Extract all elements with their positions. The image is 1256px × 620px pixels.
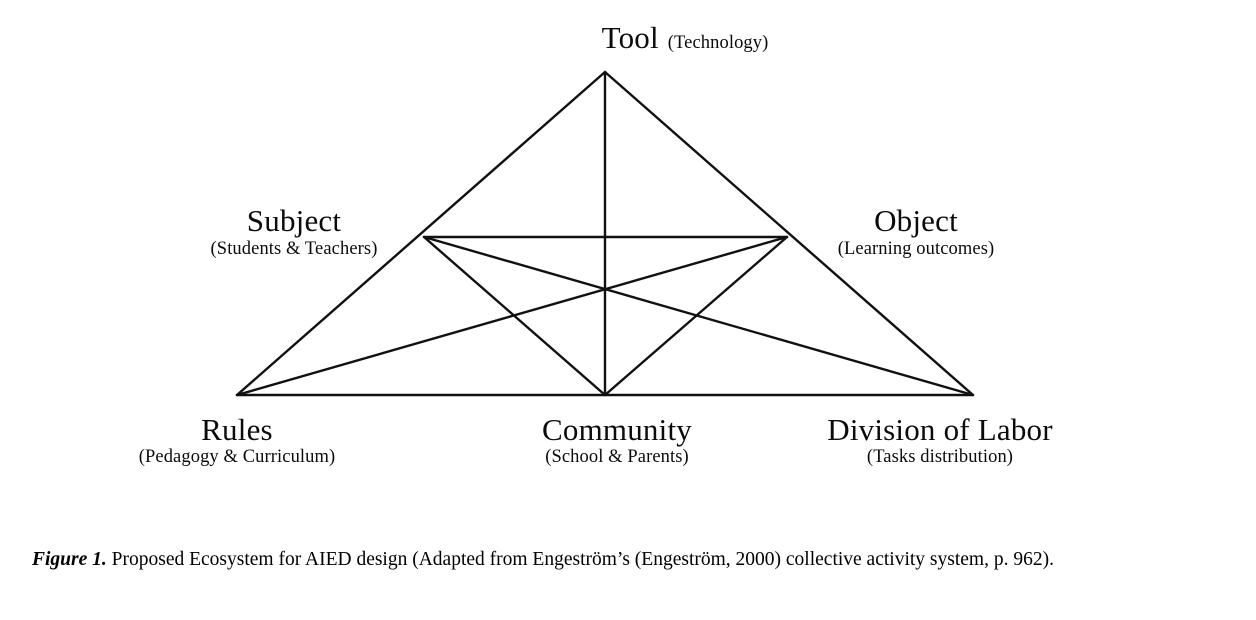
node-title-tool: Tool	[601, 20, 659, 55]
node-title-division-of-labor: Division of Labor	[827, 412, 1053, 447]
node-subtitle-subject: (Students & Teachers)	[210, 239, 378, 259]
node-subtitle-rules: (Pedagogy & Curriculum)	[138, 447, 336, 467]
edge-subject-division	[422, 235, 975, 397]
node-subtitle-community: (School & Parents)	[545, 447, 689, 467]
node-label-division-of-labor: Division of Labor (Tasks distribution)	[827, 414, 1053, 467]
node-label-object: Object (Learning outcomes)	[838, 205, 995, 259]
node-title-community: Community	[542, 412, 692, 447]
node-label-community: Community (School & Parents)	[542, 414, 692, 467]
node-label-tool: Tool (Technology)	[602, 22, 769, 53]
node-subtitle-object: (Learning outcomes)	[837, 239, 995, 259]
figure-caption: Figure 1. Proposed Ecosystem for AIED de…	[32, 544, 1224, 576]
diagram-svg	[235, 70, 975, 397]
node-title-rules: Rules	[201, 412, 273, 447]
node-label-subject: Subject (Students & Teachers)	[211, 205, 378, 259]
node-title-object: Object	[874, 203, 958, 238]
edge-object-rules	[235, 235, 789, 397]
activity-system-diagram: Tool (Technology) Subject (Students & Te…	[139, 22, 1053, 467]
edge-tool-division	[603, 70, 975, 397]
figure-caption-label: Figure 1.	[32, 548, 107, 570]
node-subtitle-division-of-labor: (Tasks distribution)	[866, 447, 1014, 467]
node-label-rules: Rules (Pedagogy & Curriculum)	[139, 414, 336, 467]
node-title-subject: Subject	[246, 203, 342, 238]
node-subtitle-tool: (Technology)	[667, 33, 769, 53]
figure-caption-body: Proposed Ecosystem for AIED design (Adap…	[106, 548, 1054, 570]
edge-tool-rules	[235, 70, 607, 397]
